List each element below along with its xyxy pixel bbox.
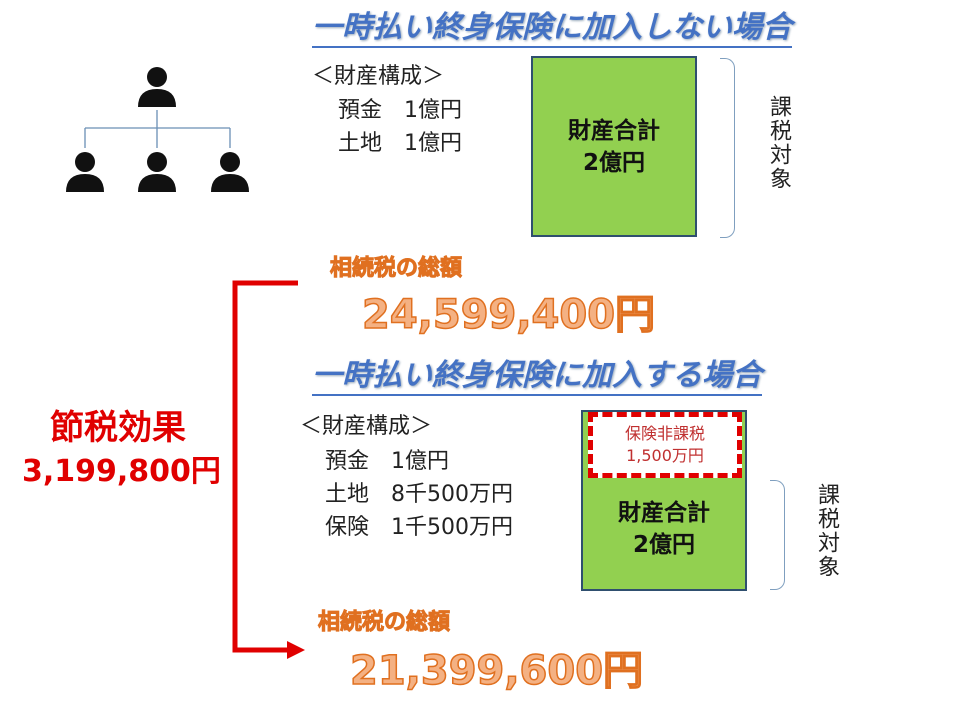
brace	[720, 58, 735, 238]
taxable-label: 課税対象	[814, 483, 839, 579]
asset-item: 土地 8千500万円	[325, 482, 513, 507]
person-icon-child-1	[66, 152, 104, 192]
asset-item: 保険 1千500万円	[325, 515, 513, 540]
person-icon-child-2	[138, 152, 176, 192]
person-icon-parent	[138, 67, 176, 107]
taxable-label: 課税対象	[766, 95, 791, 191]
savings-label: 節税効果	[50, 408, 186, 448]
box-amount: 2億円	[582, 149, 645, 176]
total-assets-box: 財産合計 2億円	[531, 56, 697, 237]
asset-item: 預金 1億円	[325, 449, 449, 474]
box-label: 財産合計	[568, 117, 660, 144]
asset-item: 土地 1億円	[338, 131, 462, 156]
assets-header: ＜財産構成＞	[300, 414, 433, 439]
savings-amount: 3,199,800円	[22, 454, 221, 489]
box-amount: 2億円	[632, 532, 695, 558]
tree-lines	[84, 110, 231, 148]
assets-header: ＜財産構成＞	[312, 64, 445, 89]
title-without-insurance: 一時払い終身保険に加入しない場合	[312, 10, 792, 48]
nontaxable-label: 保険非課税	[624, 424, 705, 443]
tax-total-amount: 21,399,600円	[349, 647, 644, 695]
nontaxable-amount: 1,500万円	[626, 446, 704, 465]
tax-total-label: 相続税の総額	[317, 610, 451, 636]
nontaxable-insurance-box: 保険非課税 1,500万円	[588, 412, 742, 478]
person-icon-child-3	[211, 152, 249, 192]
brace	[770, 480, 785, 590]
asset-item: 預金 1億円	[338, 98, 462, 123]
tax-total-label: 相続税の総額	[329, 256, 463, 282]
family-tree	[66, 67, 249, 192]
box-label: 財産合計	[618, 500, 710, 526]
savings-bracket-arrow	[232, 280, 305, 659]
title-with-insurance: 一時払い終身保険に加入する場合	[312, 358, 762, 396]
tax-total-amount: 24,599,400円	[361, 291, 656, 339]
